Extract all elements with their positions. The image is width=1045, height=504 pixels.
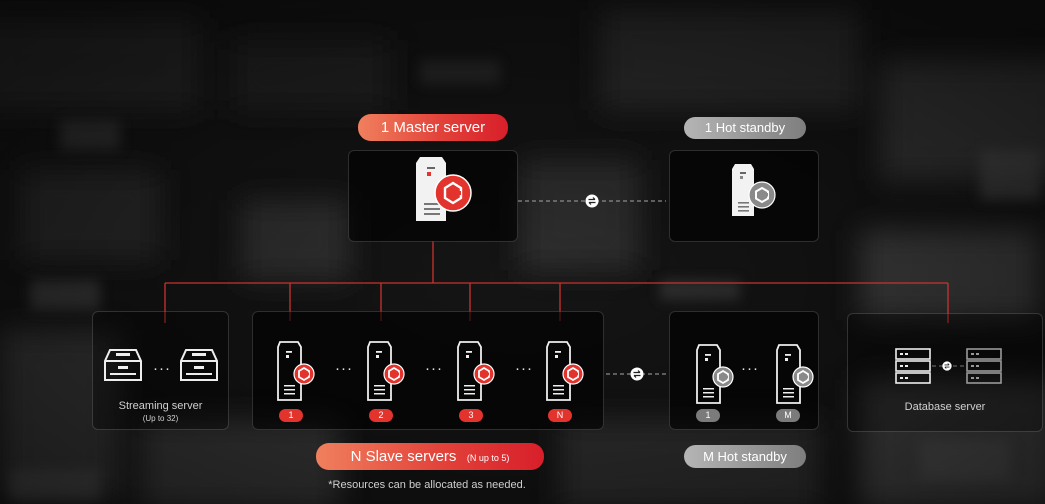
- server-tower-icon: [776, 344, 801, 404]
- server-tower-icon: [367, 341, 392, 401]
- server-tower-icon: [416, 157, 446, 221]
- slave-number-badge: N: [548, 409, 572, 422]
- database-server-label: Database server: [904, 401, 986, 413]
- sync-arrows-icon: [942, 361, 952, 371]
- streaming-device-icon: [180, 349, 218, 381]
- sync-arrows-icon: [630, 367, 644, 381]
- slave-servers-title: N Slave servers: [350, 448, 457, 465]
- server-tower-icon: [696, 344, 721, 404]
- server-tower-icon: [277, 341, 302, 401]
- master-server-label: 1 Master server: [358, 114, 508, 141]
- hot-standby-top-label: 1 Hot standby: [684, 117, 806, 139]
- replication-badge-icon: [712, 366, 734, 388]
- server-tower-icon: [732, 164, 754, 216]
- streaming-server-sublabel: (Up to 32): [142, 414, 179, 423]
- replication-badge-icon: [562, 363, 584, 385]
- replication-badge-icon: [434, 174, 472, 212]
- server-tower-icon: [457, 341, 482, 401]
- slave-ellipsis: ···: [425, 360, 443, 377]
- replication-badge-icon: [293, 363, 315, 385]
- streaming-server-box: [92, 311, 229, 430]
- server-tower-icon: [546, 341, 571, 401]
- slave-number-badge: 1: [279, 409, 303, 422]
- database-server-box: [847, 313, 1043, 432]
- resource-footnote: *Resources can be allocated as needed.: [328, 479, 526, 491]
- streaming-device-icon: [104, 349, 142, 381]
- database-rack-icon: [966, 348, 1002, 384]
- slave-servers-sublabel: (N up to 5): [466, 453, 510, 463]
- slave-ellipsis: ···: [515, 360, 533, 377]
- slave-ellipsis: ···: [335, 360, 353, 377]
- hot-standby-bottom-label: M Hot standby: [684, 445, 806, 468]
- slave-number-badge: 2: [369, 409, 393, 422]
- replication-badge-icon: [748, 181, 776, 209]
- standby-number-badge: 1: [696, 409, 720, 422]
- sync-arrows-icon: [585, 194, 599, 208]
- slave-number-badge: 3: [459, 409, 483, 422]
- replication-badge-icon: [473, 363, 495, 385]
- standby-ellipsis: ···: [741, 360, 759, 377]
- streaming-server-label: Streaming server: [118, 400, 203, 412]
- standby-number-badge: M: [776, 409, 800, 422]
- replication-badge-icon: [383, 363, 405, 385]
- slave-servers-label: N Slave servers (N up to 5): [316, 443, 544, 470]
- replication-badge-icon: [792, 366, 814, 388]
- streaming-ellipsis: ···: [153, 360, 171, 377]
- database-rack-icon: [895, 348, 931, 384]
